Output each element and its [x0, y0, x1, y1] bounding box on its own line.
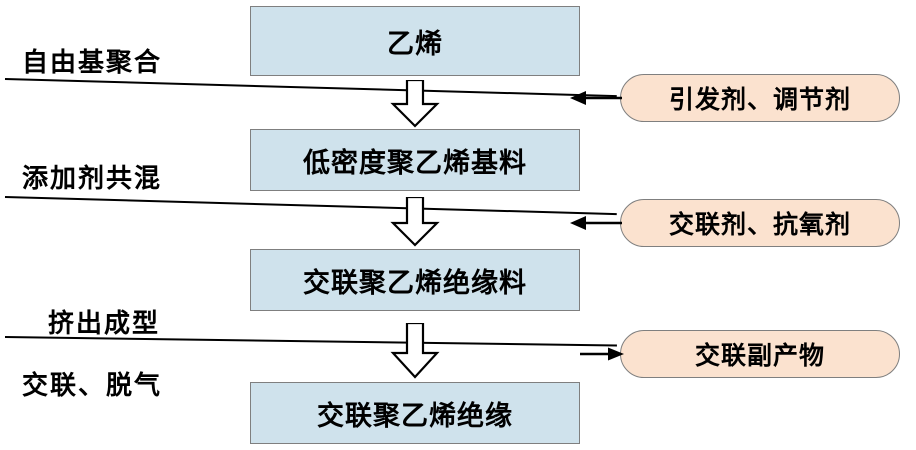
side-node-initiator-regulator: 引发剂、调节剂 — [620, 74, 900, 122]
stage-rule-1 — [4, 78, 617, 98]
stage-label-free-radical-polymerization: 自由基聚合 — [22, 47, 163, 77]
process-box-ldpe-base: 低密度聚乙烯基料 — [250, 129, 580, 191]
side-node-crosslinker-antioxidant: 交联剂、抗氧剂 — [620, 199, 900, 247]
side-arrow-initiator-in — [570, 91, 622, 105]
stage-label-additive-blending: 添加剂共混 — [22, 163, 163, 193]
flow-arrow-ldpe-to-xlpe-compound — [390, 197, 440, 247]
side-node-crosslink-byproducts: 交联副产物 — [620, 330, 900, 378]
flow-arrow-xlpe-compound-to-insulation — [390, 323, 440, 379]
stage-label-extrusion-molding: 挤出成型 — [48, 308, 161, 338]
flow-arrow-ethylene-to-ldpe — [390, 80, 440, 128]
process-box-xlpe-insulation: 交联聚乙烯绝缘 — [250, 382, 580, 444]
stage-label-crosslink-degassing: 交联、脱气 — [22, 370, 163, 400]
side-arrow-crosslinker-in — [570, 216, 622, 230]
stage-rule-3 — [4, 336, 617, 347]
side-arrow-byproducts-out — [580, 347, 624, 361]
process-box-ethylene: 乙烯 — [250, 6, 580, 76]
process-box-xlpe-compound: 交联聚乙烯绝缘料 — [250, 249, 580, 311]
stage-rule-2 — [4, 196, 617, 216]
